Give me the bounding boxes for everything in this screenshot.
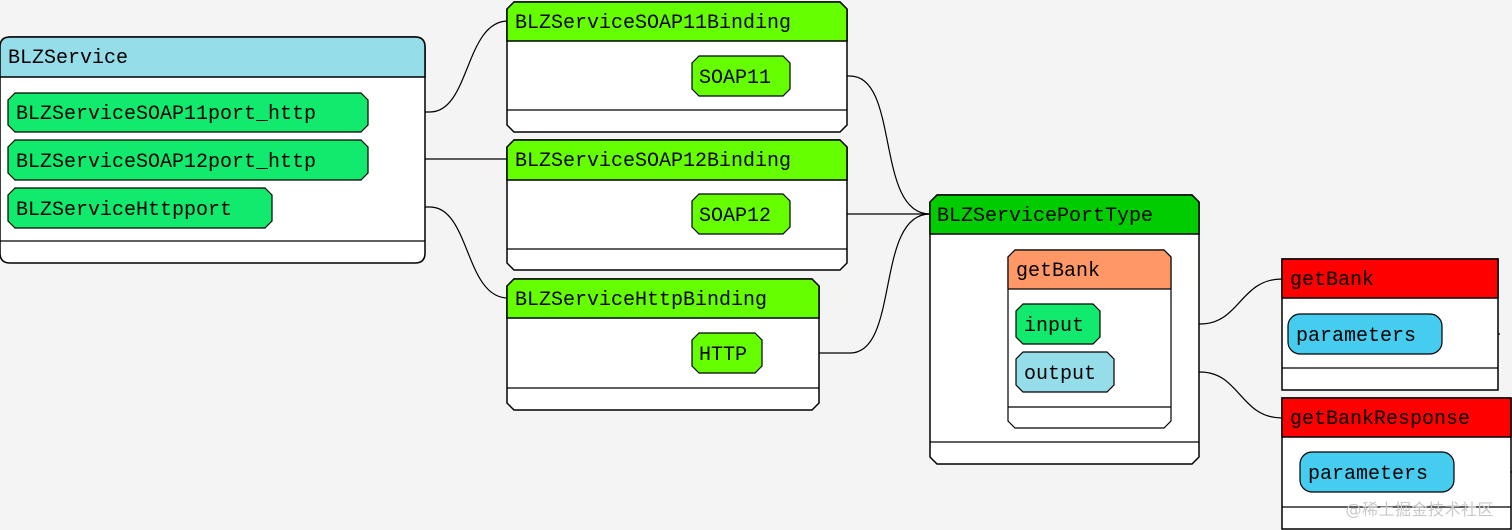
message-title: getBank xyxy=(1290,269,1374,292)
operation-input[interactable]: input xyxy=(1015,303,1101,345)
binding-protocol-soap12[interactable]: SOAP12 xyxy=(691,193,791,235)
binding-title: BLZServiceSOAP12Binding xyxy=(515,150,791,173)
operation-input-label: input xyxy=(1024,315,1084,338)
porttype-title: BLZServicePortType xyxy=(937,205,1153,228)
binding-soap11: BLZServiceSOAP11Binding SOAP11 xyxy=(506,1,848,133)
operation-title: getBank xyxy=(1016,260,1100,283)
binding-header xyxy=(506,278,820,319)
operation-getbank: getBank input output xyxy=(1007,249,1172,429)
message-header xyxy=(1281,258,1499,299)
operation-header xyxy=(1007,249,1172,290)
binding-header xyxy=(506,139,848,181)
message-part-label: parameters xyxy=(1296,325,1416,348)
service-title: BLZService xyxy=(8,47,128,70)
connector-port-http xyxy=(272,206,509,299)
binding-protocol-http[interactable]: HTTP xyxy=(691,332,763,374)
binding-http: BLZServiceHttpBinding HTTP xyxy=(506,278,820,411)
service-port-label: BLZServiceHttpport xyxy=(16,199,232,222)
porttype-box: BLZServicePortType getBank input output xyxy=(929,194,1200,465)
service-port-label: BLZServiceSOAP12port_http xyxy=(16,151,316,174)
binding-protocol-soap11[interactable]: SOAP11 xyxy=(691,55,791,97)
binding-soap12: BLZServiceSOAP12Binding SOAP12 xyxy=(506,139,848,271)
operation-output[interactable]: output xyxy=(1015,351,1115,393)
connector-port-soap11 xyxy=(368,20,509,113)
binding-title: BLZServiceSOAP11Binding xyxy=(515,12,791,35)
connector-http-porttype xyxy=(762,213,931,354)
message-part-parameters[interactable]: parameters xyxy=(1287,313,1443,355)
message-part-label: parameters xyxy=(1308,463,1428,486)
service-port-http[interactable]: BLZServiceHttpport xyxy=(7,187,273,229)
service-port-soap12[interactable]: BLZServiceSOAP12port_http xyxy=(7,139,369,181)
binding-header xyxy=(506,1,848,42)
binding-title: BLZServiceHttpBinding xyxy=(515,289,767,312)
message-header xyxy=(1281,397,1512,438)
service-header xyxy=(0,36,426,78)
binding-protocol-label: HTTP xyxy=(699,344,747,367)
service-box: BLZService BLZServiceSOAP11port_http BLZ… xyxy=(0,36,426,264)
connector-input-message xyxy=(1100,278,1283,325)
message-title: getBankResponse xyxy=(1290,408,1470,431)
binding-protocol-label: SOAP12 xyxy=(699,205,771,228)
porttype-header xyxy=(929,194,1200,235)
watermark-text: @稀土掘金技术社区 xyxy=(1345,500,1494,519)
service-port-label: BLZServiceSOAP11port_http xyxy=(16,103,316,126)
message-getbank: getBank parameters xyxy=(1281,258,1499,391)
message-getbankresponse: getBankResponse parameters xyxy=(1281,397,1512,530)
connector-soap11-porttype xyxy=(790,75,931,215)
service-port-soap11[interactable]: BLZServiceSOAP11port_http xyxy=(7,92,369,133)
message-part-parameters[interactable]: parameters xyxy=(1299,451,1455,493)
connector-output-response xyxy=(1114,371,1283,419)
binding-protocol-label: SOAP11 xyxy=(699,67,771,90)
operation-output-label: output xyxy=(1024,363,1096,386)
